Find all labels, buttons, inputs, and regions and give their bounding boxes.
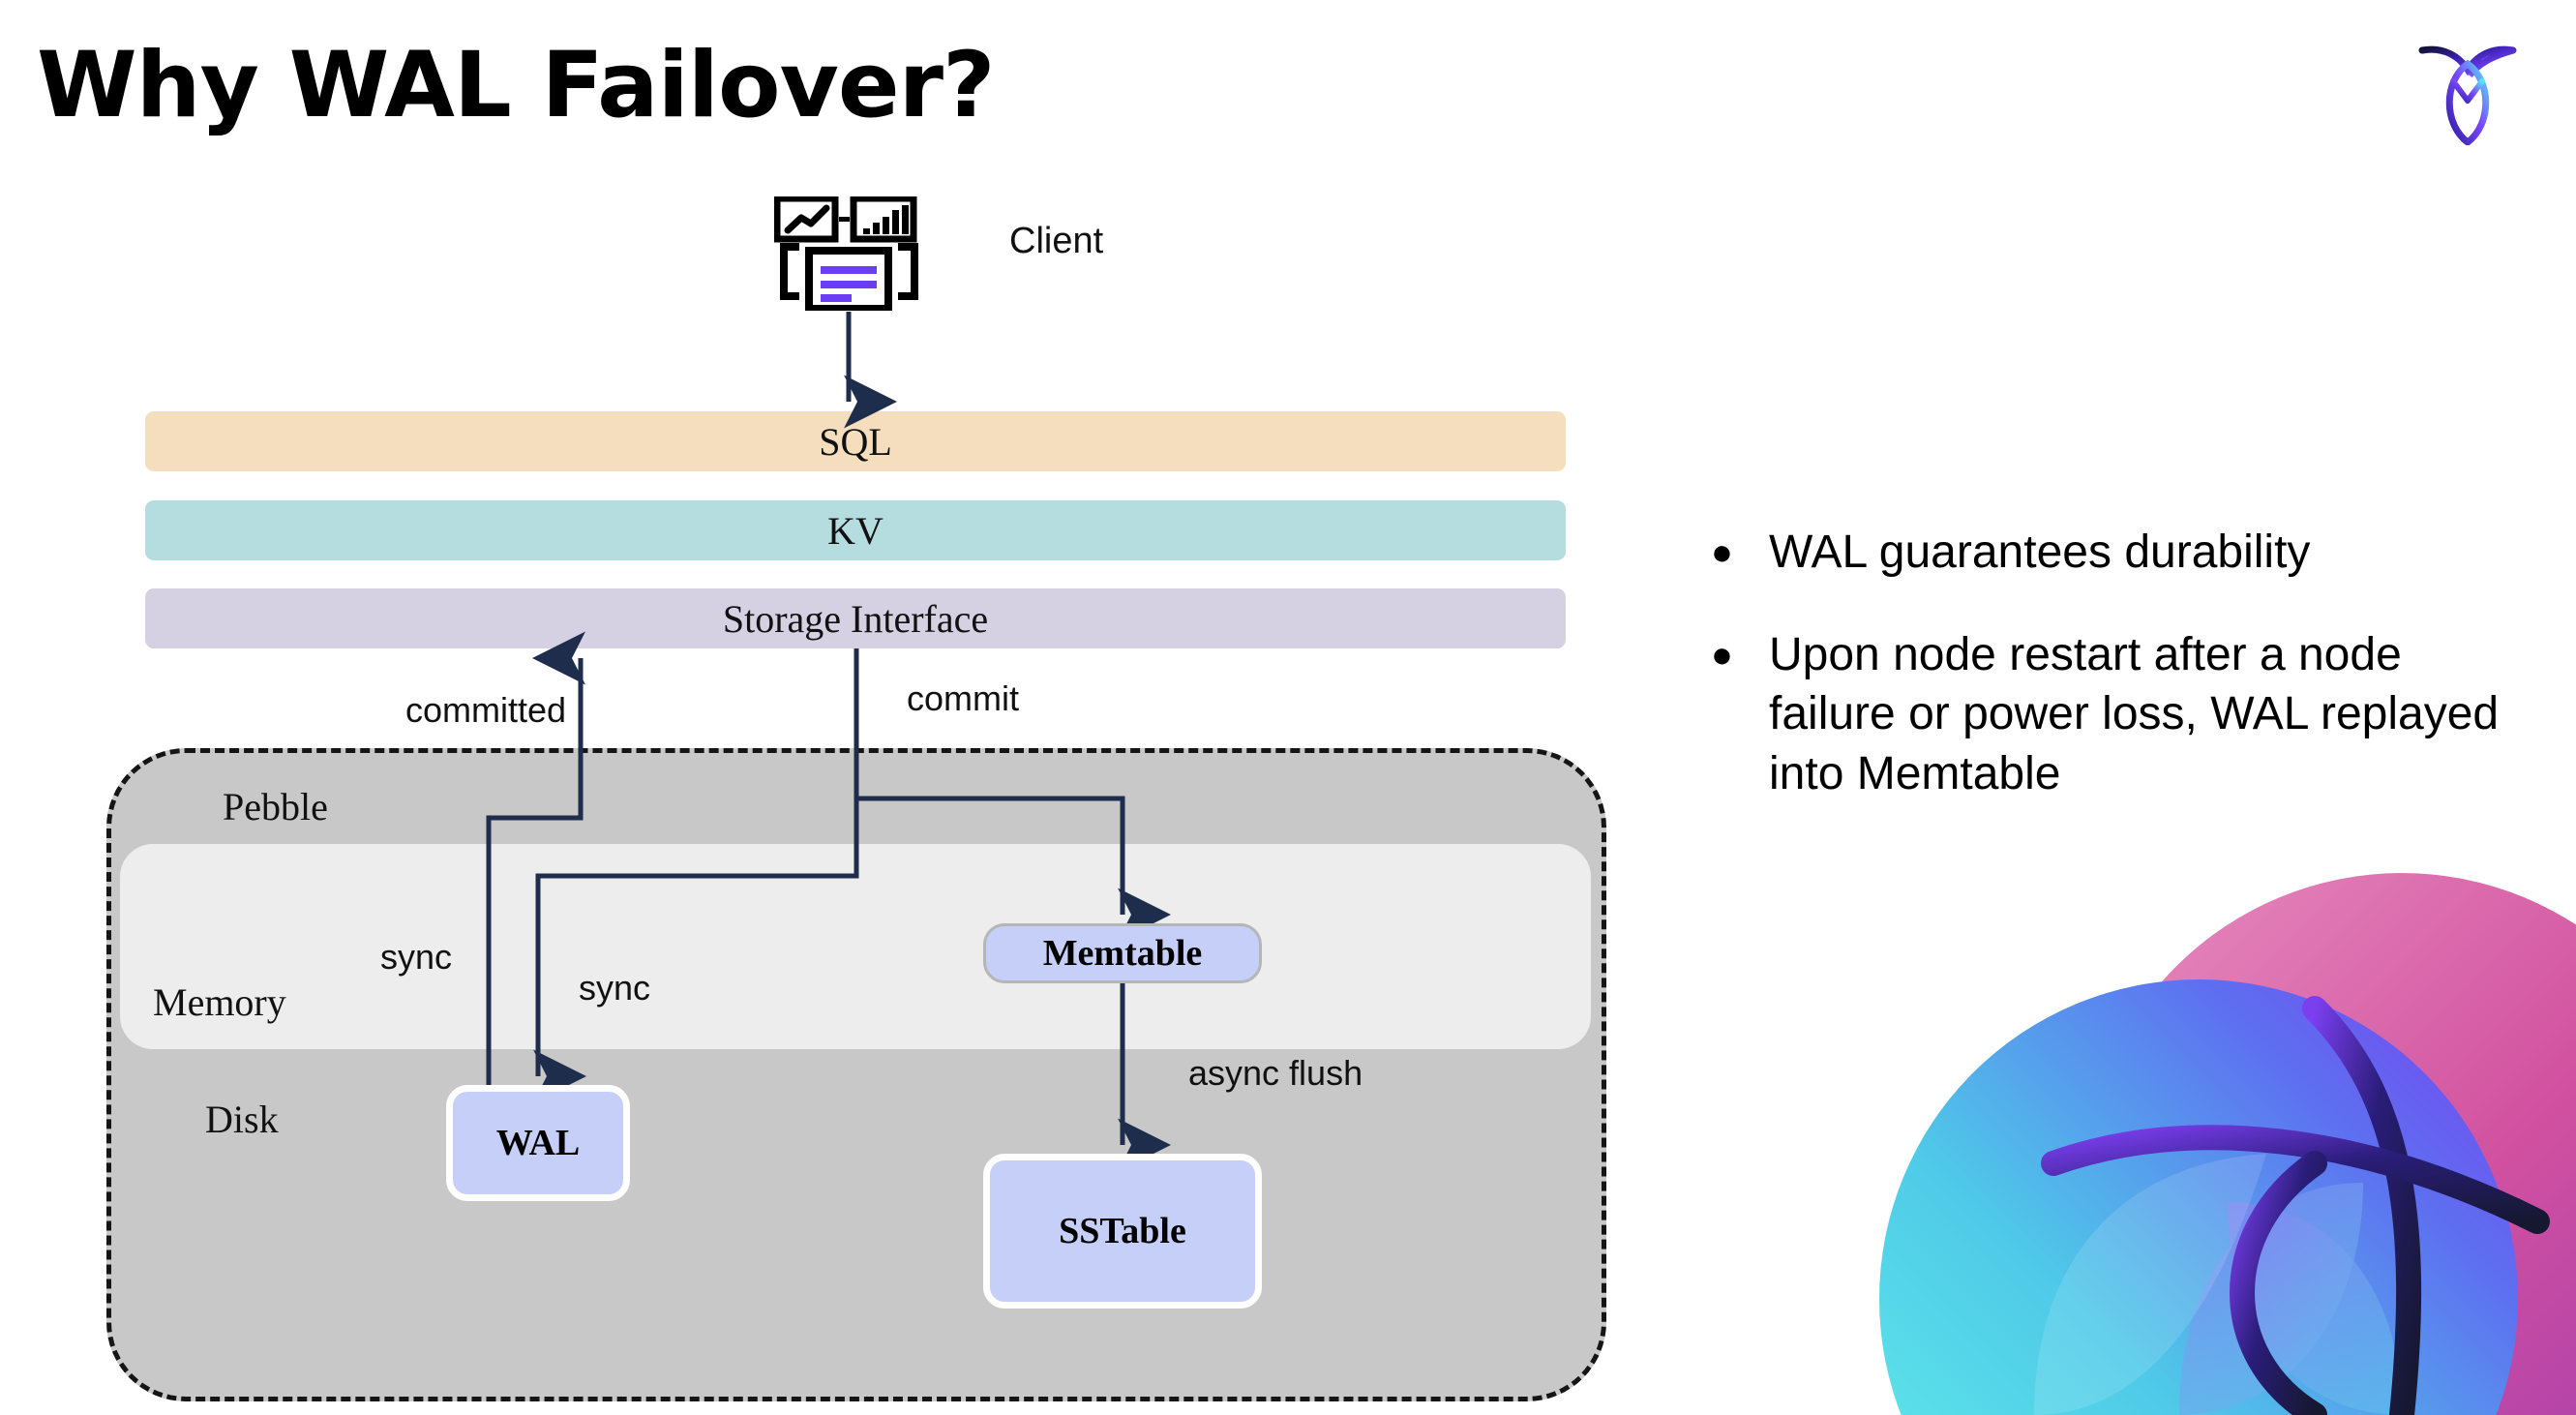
layer-bar-label: Storage Interface (722, 596, 989, 641)
list-item: ● Upon node restart after a node failure… (1703, 625, 2516, 803)
node-memtable[interactable]: Memtable (983, 923, 1262, 983)
page-title: Why WAL Failover? (37, 33, 996, 138)
bullet-marker-icon: ● (1711, 635, 1733, 676)
layer-bar-storage-interface[interactable]: Storage Interface (145, 588, 1566, 648)
diagram-connectors (486, 312, 1171, 1172)
bullet-list: ● WAL guarantees durability ● Upon node … (1703, 523, 2516, 846)
bullet-marker-icon: ● (1711, 532, 1733, 573)
edge-label-commit: commit (907, 678, 1019, 718)
edge-label-committed: committed (405, 690, 567, 730)
memory-label: Memory (153, 980, 286, 1024)
node-label: WAL (495, 1123, 581, 1163)
cockroachdb-logo-icon (2418, 45, 2517, 145)
node-label: SSTable (1059, 1211, 1186, 1251)
list-item: ● WAL guarantees durability (1703, 523, 2516, 583)
node-wal[interactable]: WAL (446, 1085, 630, 1201)
layer-bar-label: KV (827, 508, 884, 553)
bullet-text: WAL guarantees durability (1769, 527, 2311, 578)
architecture-diagram: Client SQL KV Storage Interface Pebble M… (106, 196, 1606, 1401)
node-label: Memtable (1042, 933, 1203, 974)
client-label: Client (1009, 221, 1104, 261)
disk-label: Disk (205, 1098, 279, 1141)
gradient-circles-decoration (1879, 873, 2576, 1415)
node-sstable[interactable]: SSTable (983, 1154, 1262, 1309)
pebble-label: Pebble (223, 785, 328, 828)
bullet-text: Upon node restart after a node failure o… (1769, 629, 2500, 799)
edge-label-sync-committed: sync (380, 937, 453, 977)
layer-bar-kv[interactable]: KV (145, 500, 1566, 560)
client-terminal-icon (774, 196, 918, 311)
edge-label-sync-write: sync (579, 968, 651, 1008)
edge-label-async-flush: async flush (1188, 1053, 1363, 1093)
